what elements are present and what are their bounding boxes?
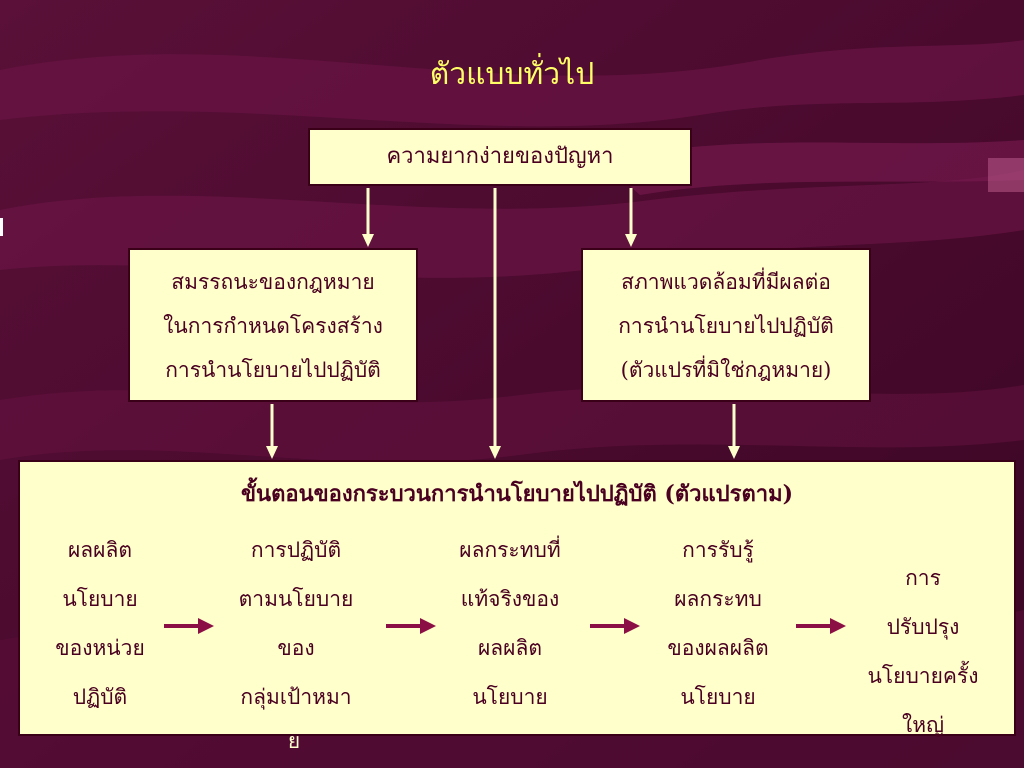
step-3-line-2: แท้จริงของ [460, 587, 560, 611]
environment-line-1: สภาพแวดล้อมที่มีผลต่อ [621, 270, 831, 294]
step-2-line-1: การปฏิบัติ [250, 538, 342, 562]
environment-line-2: การนำนโยบายไปปฏิบัติ [618, 314, 834, 338]
step-2-overflow: ย [214, 726, 374, 756]
environment-line-3: (ตัวแปรที่มิใช่กฎหมาย) [620, 358, 832, 382]
step-policy-output: ผลผลิต นโยบาย ของหน่วย ปฏิบัติ [20, 526, 180, 722]
problem-difficulty-label: ความยากง่ายของปัญหา [386, 144, 614, 169]
flow-arrow-3-icon [590, 618, 640, 634]
law-capacity-line-2: ในการกำหนดโครงสร้าง [163, 314, 383, 338]
step-2-line-5: ย [287, 729, 301, 753]
environment-box: สภาพแวดล้อมที่มีผลต่อ การนำนโยบายไปปฏิบั… [581, 248, 871, 402]
step-2-line-3: ของ [277, 636, 315, 660]
step-5-line-2: ปรับปรุง [886, 615, 960, 639]
step-4-line-1: การรับรู้ [682, 538, 754, 562]
step-1-line-1: ผลผลิต [68, 538, 132, 562]
step-actual-impact: ผลกระทบที่ แท้จริงของ ผลผลิต นโยบาย [430, 526, 590, 722]
step-5-line-3: นโยบายครั้ง [867, 664, 979, 688]
law-capacity-line-3: การนำนโยบายไปปฏิบัติ [165, 358, 381, 382]
implementation-process-box: ขั้นตอนของกระบวนการนำนโยบายไปปฏิบัติ (ตั… [18, 460, 1016, 737]
flow-arrow-2-icon [386, 618, 436, 634]
step-4-line-4: นโยบาย [680, 685, 756, 709]
step-5-line-4: ใหญ่ [902, 713, 944, 737]
problem-difficulty-box: ความยากง่ายของปัญหา [308, 128, 692, 186]
step-4-line-3: ของผลผลิต [667, 636, 769, 660]
step-1-line-3: ของหน่วย [55, 636, 145, 660]
slide-title: ตัวแบบทั่วไป [429, 57, 595, 92]
step-major-revision: การ ปรับปรุง นโยบายครั้ง ใหญ่ [848, 554, 998, 750]
step-3-line-1: ผลกระทบที่ [459, 538, 561, 562]
flow-arrow-4-icon [796, 618, 846, 634]
step-2-line-4: กลุ่มเป้าหมา [240, 685, 352, 709]
step-1-line-2: นโยบาย [62, 587, 138, 611]
flow-arrow-1-icon [164, 618, 214, 634]
step-3-line-4: นโยบาย [472, 685, 548, 709]
step-2-line-2: ตามนโยบาย [238, 587, 354, 611]
implementation-process-title: ขั้นตอนของกระบวนการนำนโยบายไปปฏิบัติ (ตั… [241, 481, 793, 507]
law-capacity-box: สมรรถนะของกฎหมาย ในการกำหนดโครงสร้าง การ… [128, 248, 418, 402]
step-1-line-4: ปฏิบัติ [72, 685, 128, 709]
step-4-line-2: ผลกระทบ [674, 587, 762, 611]
step-5-line-1: การ [905, 566, 941, 590]
step-3-line-3: ผลผลิต [478, 636, 542, 660]
step-perceived-impact: การรับรู้ ผลกระทบ ของผลผลิต นโยบาย [638, 526, 798, 722]
law-capacity-line-1: สมรรถนะของกฎหมาย [171, 270, 375, 294]
step-target-compliance: การปฏิบัติ ตามนโยบาย ของ กลุ่มเป้าหมา [216, 526, 376, 722]
